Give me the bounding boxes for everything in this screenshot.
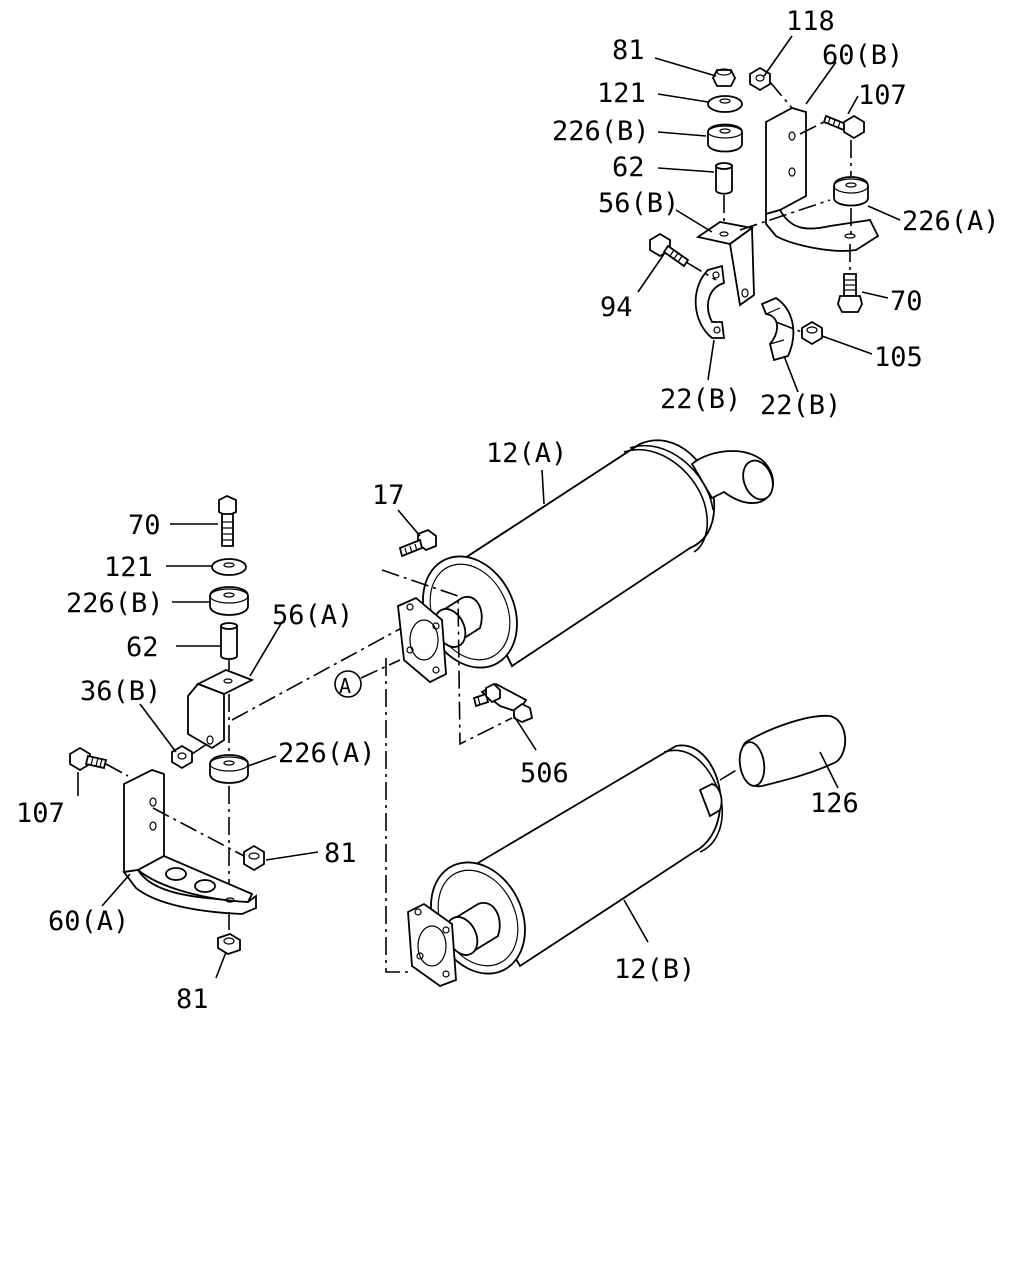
label-118: 118 (786, 6, 835, 37)
upper-mount-assembly (649, 66, 880, 362)
label-226b-left: 226(B) (66, 588, 164, 619)
label-121-left: 121 (104, 552, 153, 583)
label-226a-top: 226(A) (902, 206, 1000, 237)
label-126: 126 (810, 788, 859, 819)
label-70-top: 70 (890, 286, 923, 317)
tailpipe-126 (738, 714, 847, 787)
callout-a-label: A (339, 674, 351, 698)
leader-lines (77, 35, 901, 979)
nut-81-top (711, 68, 737, 87)
label-226a-left: 226(A) (278, 738, 376, 769)
label-70-left: 70 (128, 510, 161, 541)
bolt-506 (472, 682, 534, 723)
nut-36b (171, 744, 193, 770)
label-12a: 12(A) (486, 438, 567, 469)
nut-81-mid (243, 844, 265, 872)
nut-105 (801, 320, 823, 346)
label-81-top: 81 (612, 35, 645, 66)
label-107-left: 107 (16, 798, 65, 829)
rubber-226a-left (209, 754, 249, 784)
sleeve-62-left (220, 622, 238, 660)
rubber-226b-left (209, 586, 249, 616)
bolt-70-left (218, 495, 237, 547)
bolt-107-top (822, 114, 865, 140)
lower-mount-assembly (69, 495, 421, 955)
label-62-top: 62 (612, 152, 645, 183)
label-105: 105 (874, 342, 923, 373)
label-121-top: 121 (597, 78, 646, 109)
label-81-mid: 81 (324, 838, 357, 869)
label-107-top: 107 (858, 80, 907, 111)
muffler-12b (407, 744, 724, 988)
label-81-bottom: 81 (176, 984, 209, 1015)
label-56a: 56(A) (272, 600, 353, 631)
muffler-12a (397, 439, 774, 684)
bolt-94 (649, 232, 690, 268)
label-60b: 60(B) (822, 40, 903, 71)
washer-121-top (707, 95, 743, 113)
label-226b-top: 226(B) (552, 116, 650, 147)
label-12b: 12(B) (614, 954, 695, 985)
label-62-left: 62 (126, 632, 159, 663)
bracket-60b (765, 107, 880, 252)
rubber-226b-top (707, 123, 743, 153)
bracket-56a (187, 669, 255, 750)
bracket-56b (695, 221, 755, 307)
washer-121-left (211, 558, 247, 576)
part-labels: 81 118 60(B) 121 107 226(B) 62 56(B) 226… (16, 6, 1000, 1015)
bolt-70-top (837, 273, 863, 313)
nut-81-bottom (217, 933, 241, 955)
label-506: 506 (520, 758, 569, 789)
label-94: 94 (600, 292, 633, 323)
bolt-107-left (69, 746, 108, 772)
bolt-17 (398, 528, 437, 558)
clamp-22b-right (760, 296, 795, 362)
label-22b-left: 22(B) (660, 384, 741, 415)
label-22b-right: 22(B) (760, 390, 841, 421)
rubber-226a-top (833, 176, 869, 207)
bracket-60a (122, 769, 257, 915)
sleeve-62-top (715, 162, 733, 195)
label-56b: 56(B) (598, 188, 679, 219)
label-60a: 60(A) (48, 906, 129, 937)
label-36b: 36(B) (80, 676, 161, 707)
label-17: 17 (372, 480, 405, 511)
clamp-22b-left (694, 264, 726, 339)
callout-a (334, 670, 362, 698)
